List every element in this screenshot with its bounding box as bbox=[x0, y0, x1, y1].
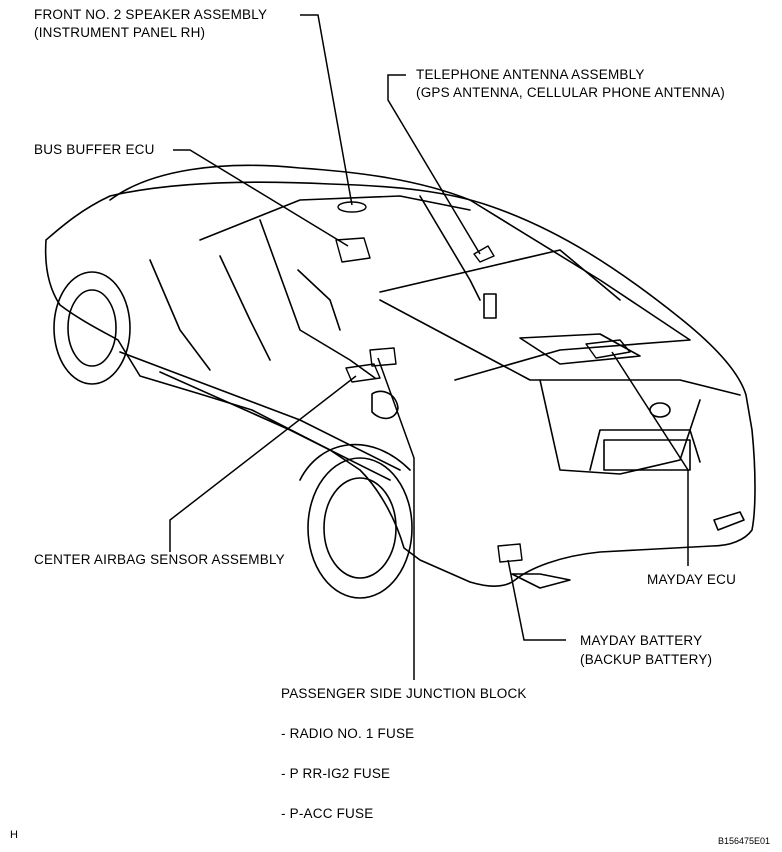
label-center-airbag-sensor: CENTER AIRBAG SENSOR ASSEMBLY bbox=[34, 552, 285, 567]
label-fuse-pacc: - P-ACC FUSE bbox=[281, 806, 374, 821]
label-mayday-battery-line1: MAYDAY BATTERY bbox=[580, 633, 703, 648]
label-mayday-battery-line2: (BACKUP BATTERY) bbox=[580, 652, 713, 667]
label-fuse-radio: - RADIO NO. 1 FUSE bbox=[281, 726, 415, 741]
airbag-sensor-marker bbox=[345, 363, 381, 383]
leader-front-speaker bbox=[300, 14, 353, 206]
bus-buffer-ecu-marker bbox=[335, 237, 371, 263]
label-mayday-ecu: MAYDAY ECU bbox=[647, 572, 737, 587]
car-body-outline bbox=[44, 181, 756, 588]
component-markers bbox=[335, 201, 631, 563]
label-telephone-antenna-line2: (GPS ANTENNA, CELLULAR PHONE ANTENNA) bbox=[416, 85, 725, 100]
leader-bus-buffer-ecu bbox=[173, 149, 349, 247]
leader-telephone-antenna bbox=[387, 74, 481, 255]
label-telephone-antenna-line1: TELEPHONE ANTENNA ASSEMBLY bbox=[416, 67, 645, 82]
junction-block-marker bbox=[369, 347, 397, 367]
mayday-battery-marker bbox=[497, 543, 523, 563]
cabin-outline bbox=[109, 164, 691, 381]
rear-wheel bbox=[299, 443, 413, 599]
label-front-speaker-line1: FRONT NO. 2 SPEAKER ASSEMBLY bbox=[34, 7, 268, 22]
corner-mark: H bbox=[10, 829, 19, 841]
label-front-speaker-line2: (INSTRUMENT PANEL RH) bbox=[34, 25, 206, 40]
mayday-ecu-marker bbox=[585, 339, 631, 359]
label-passenger-junction-block: PASSENGER SIDE JUNCTION BLOCK bbox=[281, 686, 527, 701]
leader-center-airbag bbox=[169, 375, 357, 552]
leader-junction-block bbox=[377, 357, 415, 680]
label-fuse-prr: - P RR-IG2 FUSE bbox=[281, 766, 391, 781]
label-bus-buffer-ecu: BUS BUFFER ECU bbox=[34, 142, 155, 157]
leader-mayday-battery bbox=[507, 559, 566, 641]
figure-code: B156475E01 bbox=[718, 836, 771, 846]
rear-details bbox=[371, 390, 745, 589]
front-wheel bbox=[53, 271, 131, 385]
leader-mayday-ecu bbox=[611, 351, 689, 566]
antenna-marker bbox=[473, 245, 495, 263]
